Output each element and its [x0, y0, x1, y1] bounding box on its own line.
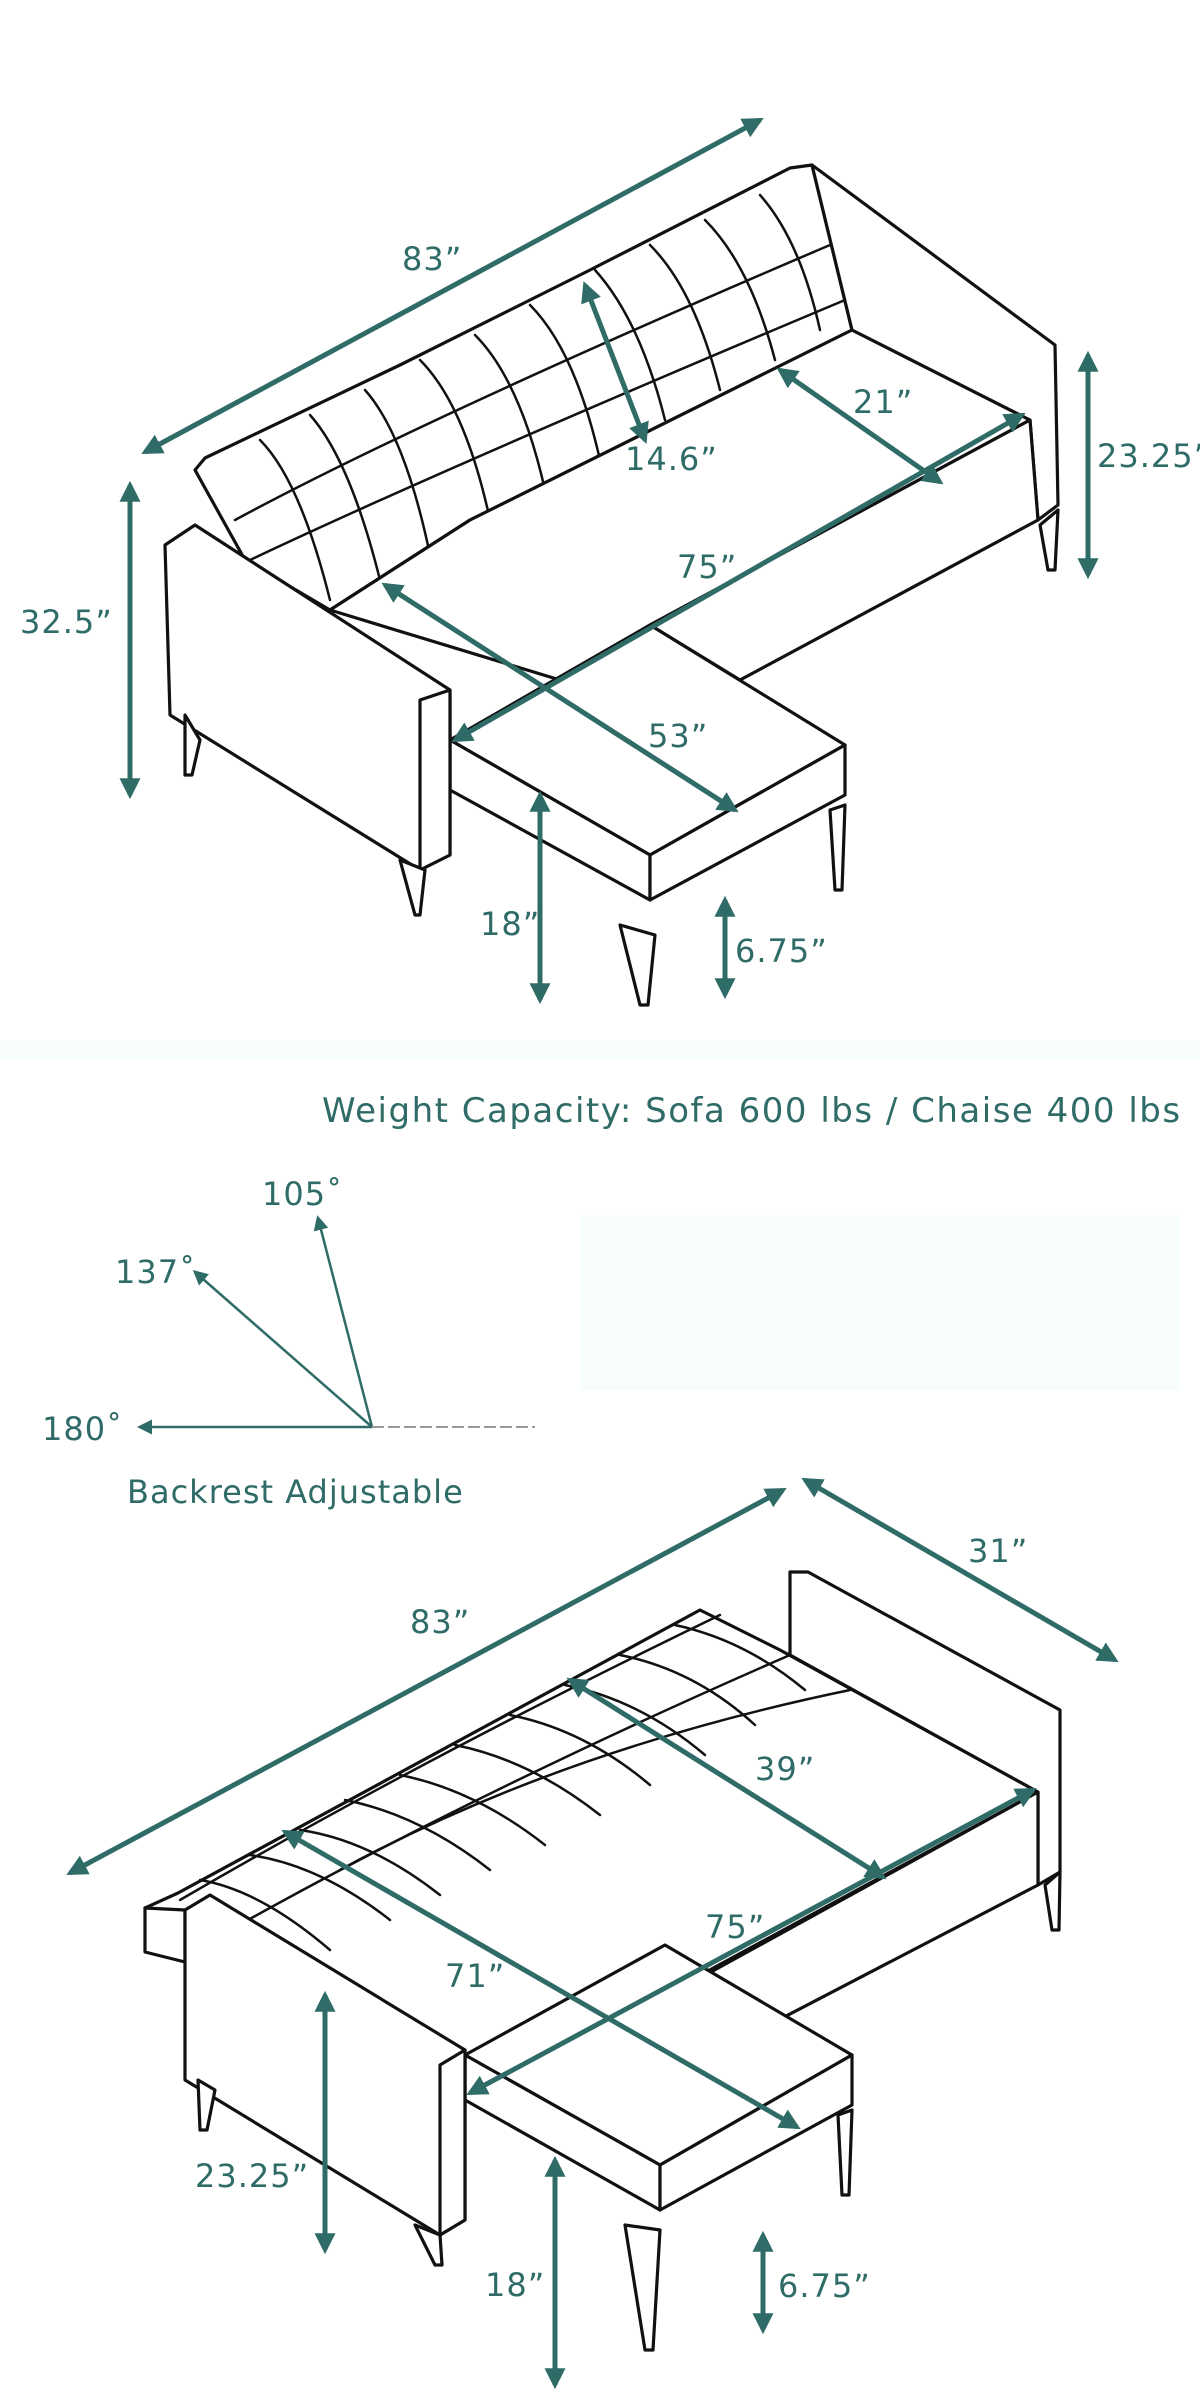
backrest-adjustable-caption: Backrest Adjustable	[127, 1473, 464, 1511]
bed-label-seat-width: 75”	[705, 1908, 765, 1946]
backrest-angle-diagram: 105˚ 137˚ 180˚ Backrest Adjustable	[42, 1175, 535, 1511]
label-width: 83”	[402, 240, 462, 278]
bed-dim-line-depth	[801, 1477, 1119, 1663]
label-back-height: 23.25”	[1097, 437, 1200, 475]
top-dimensions: 83” 14.6” 21” 23.25” 32.5” 75” 53” 18” 6…	[20, 117, 1200, 1005]
tint-band	[0, 1040, 1200, 1060]
label-seat-depth: 21”	[853, 383, 913, 421]
label-angle-180: 180˚	[42, 1410, 123, 1448]
bed-label-width: 83”	[410, 1603, 470, 1641]
label-total-height: 32.5”	[20, 603, 113, 641]
bed-label-depth: 31”	[968, 1532, 1028, 1570]
label-angle-105: 105˚	[262, 1175, 343, 1213]
bed-dim-line-width	[66, 1487, 787, 1876]
tint-panel	[580, 1215, 1180, 1390]
bed-dimensions: 83” 31” 39” 75” 71” 23.25” 18” 6.75”	[66, 1477, 1119, 2390]
bed-legs	[196, 1870, 1062, 2352]
bed-dim-line-chaise-length	[281, 1829, 801, 2130]
label-seat-height: 18”	[480, 905, 540, 943]
bed-label-back-depth: 39”	[755, 1750, 815, 1788]
bed-left-arm-front	[438, 2048, 467, 2237]
bed-label-seat-height: 18”	[485, 2266, 545, 2304]
label-angle-137: 137˚	[115, 1253, 196, 1291]
bed-label-chaise-length: 71”	[445, 1957, 505, 1995]
left-arm-front	[418, 688, 452, 872]
angle-line-137	[192, 1270, 373, 1428]
bed-end-cap	[143, 1906, 187, 1964]
weight-capacity-text: Weight Capacity: Sofa 600 lbs / Chaise 4…	[322, 1091, 1182, 1131]
bed-label-arm-height: 23.25”	[195, 2157, 309, 2195]
label-chaise-length: 53”	[648, 717, 708, 755]
label-depth: 14.6”	[625, 440, 718, 478]
dim-line-chaise-length	[381, 582, 739, 813]
chaise-base	[448, 788, 847, 902]
angle-line-105	[313, 1215, 374, 1428]
bed-label-leg-height: 6.75”	[778, 2267, 871, 2305]
label-leg-height: 6.75”	[735, 932, 828, 970]
sofa-upright-drawing	[163, 163, 1060, 1007]
sofa-bed-drawing	[143, 1570, 1062, 2352]
dim-line-width	[141, 117, 764, 455]
label-seat-width: 75”	[677, 548, 737, 586]
sofa-legs	[183, 508, 1060, 1007]
